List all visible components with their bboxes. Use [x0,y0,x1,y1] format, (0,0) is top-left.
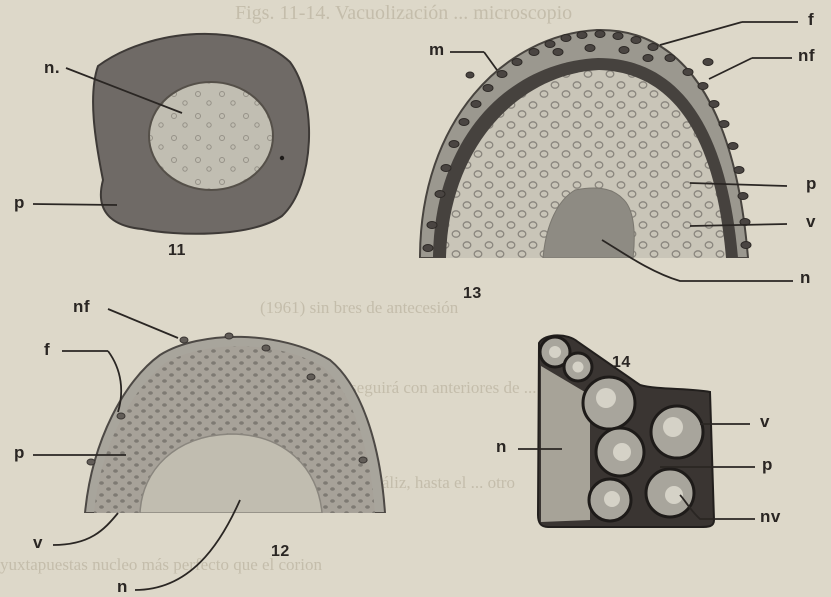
fig13-label-follicle-nuclei: nf [798,46,815,66]
fig11-label-cytoplasm: p [14,193,25,213]
fig11-label-nucleus: n. [44,58,60,78]
fig12-number: 12 [271,543,290,561]
fig14-number: 14 [612,354,631,372]
fig13-label-vacuoles: v [806,212,816,232]
fig14-cell [583,377,635,429]
fig14-cell [646,469,694,517]
fig13-label-membrane: m [429,40,445,60]
fig14-cell [596,428,644,476]
fig14-label-cytoplasm: p [762,455,773,475]
figure-13 [420,30,751,258]
fig14-label-vacuole: v [760,412,770,432]
fig14-cell [589,479,631,521]
fig13-label-cytoplasm: p [806,174,817,194]
fig13-label-follicle: f [808,10,814,30]
fig12-label-nucleus: n [117,577,128,597]
fig12-label-follicle: f [44,340,50,360]
figure-12 [85,333,385,513]
fig13-label-nucleus: n [800,268,811,288]
fig12-label-vitelline: v [33,533,43,553]
fig11-number: 11 [168,242,186,260]
fig12-label-cytoplasm: p [14,443,25,463]
figure-11 [93,34,309,234]
fig12-label-follicle-nuclei: nf [73,297,90,317]
fig14-label-vacuole-nucleus: nv [760,507,781,527]
fig14-cell [564,353,592,381]
fig11-nucleus [149,82,273,190]
fig14-cell [651,406,703,458]
fig13-number: 13 [463,285,482,303]
fig14-label-nucleus: n [496,437,507,457]
